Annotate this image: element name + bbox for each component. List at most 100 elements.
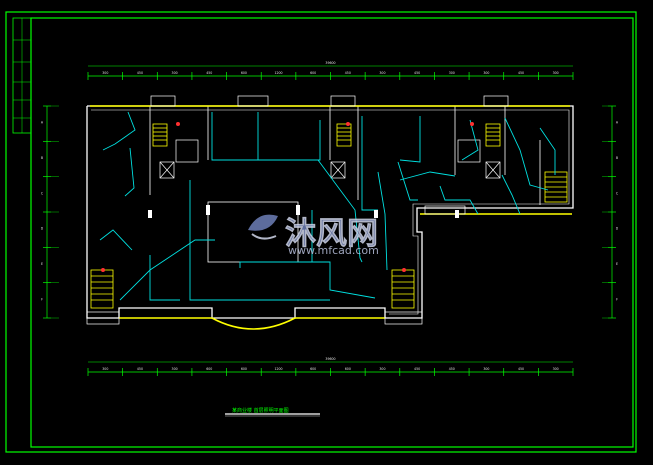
dimension-value: 300 (553, 71, 559, 75)
axis-label: A (41, 121, 44, 125)
axis-label: A (616, 121, 619, 125)
service-room (175, 139, 199, 163)
dimension-total: 39600 (325, 357, 335, 361)
dimension-value: 600 (241, 71, 247, 75)
light-fixture (402, 268, 406, 272)
axis-label: C (41, 191, 44, 195)
dimension-value: 450 (449, 367, 455, 371)
dimension-value: 450 (414, 71, 420, 75)
column (296, 205, 300, 215)
axis-label: E (41, 262, 43, 266)
entrance-canopy (483, 95, 509, 107)
dimension-value: 300 (379, 71, 385, 75)
lighting-circuit (361, 116, 378, 211)
fixtures (101, 122, 474, 272)
dimension-value: 450 (345, 71, 351, 75)
lighting-circuit (102, 111, 136, 151)
south-vestibule (384, 311, 423, 325)
axis-label: D (41, 227, 44, 231)
inner-border (30, 17, 634, 448)
lighting-circuit (377, 171, 388, 271)
drawing-caption: 某商业楼 首层照明平面图 (232, 407, 289, 414)
axis-label: E (616, 262, 618, 266)
lighting-circuit (461, 119, 479, 161)
lighting-wiring (99, 111, 556, 301)
dimension-value: 450 (206, 71, 212, 75)
dimension-value: 300 (379, 367, 385, 371)
dimension-value: 450 (137, 71, 143, 75)
watermark: 沐风网 www.mfcad.com (248, 214, 379, 257)
column (206, 205, 210, 215)
lighting-circuit (211, 112, 259, 161)
dimension-value: 450 (518, 367, 524, 371)
dimension-chain-right: A B C D E F (602, 105, 619, 319)
exterior-wall-inner (91, 109, 570, 315)
lighting-circuit (439, 185, 479, 215)
elevator-shaft (485, 161, 501, 179)
dimension-value: 600 (310, 71, 316, 75)
dimension-value: 450 (518, 71, 524, 75)
outer-border (5, 11, 637, 453)
stair-north-2 (336, 123, 352, 147)
column (455, 210, 459, 218)
lighting-circuit (239, 261, 376, 299)
light-fixture (101, 268, 105, 272)
axis-label: C (616, 191, 619, 195)
lighting-circuit (119, 239, 215, 301)
vertical-circulation (86, 95, 568, 325)
axis-label: D (616, 227, 619, 231)
column (374, 210, 378, 218)
service-room (457, 139, 481, 163)
lighting-circuit (539, 127, 556, 175)
lighting-circuit (99, 229, 133, 251)
axis-label: B (616, 156, 618, 160)
dimension-value: 600 (206, 367, 212, 371)
dimension-value: 1200 (274, 367, 282, 371)
elevator-shaft (330, 161, 346, 179)
sheet-frame (5, 11, 637, 453)
elevator-shaft (159, 161, 175, 179)
dimension-value: 300 (449, 71, 455, 75)
lighting-circuit (399, 171, 456, 181)
entrance-canopy (237, 95, 269, 107)
stair-north-1 (152, 123, 168, 147)
axis-label: F (616, 297, 618, 301)
lighting-circuit (501, 174, 521, 215)
dimension-value: 450 (137, 367, 143, 371)
axis-label: B (41, 156, 43, 160)
east-vestibule (424, 205, 466, 215)
lighting-circuit (504, 117, 549, 191)
dimension-value: 600 (345, 367, 351, 371)
dimension-value: 300 (102, 367, 108, 371)
stair-north-3 (485, 123, 501, 147)
axis-label: F (41, 297, 43, 301)
watermark-brand: 沐风网 (285, 216, 378, 252)
dimension-value: 450 (414, 367, 420, 371)
lighting-circuit (258, 120, 321, 161)
dimension-value: 300 (553, 367, 559, 371)
stair-southeast (391, 269, 415, 309)
mf-leaf-logo-icon (248, 214, 278, 240)
dimension-value: 300 (172, 367, 178, 371)
lighting-circuit (149, 255, 180, 301)
entrance-canopy (150, 95, 176, 107)
dimension-chain-top: 300 450 300 450 600 1200 600 450 300 450 300 300 450… (87, 61, 574, 80)
light-fixture (346, 122, 350, 126)
dimension-total: 39600 (325, 61, 335, 65)
stair-southwest (90, 269, 114, 309)
lighting-circuit (399, 116, 421, 163)
light-fixture (176, 122, 180, 126)
stair-east (544, 171, 568, 203)
column (148, 210, 152, 218)
dimension-value: 300 (102, 71, 108, 75)
dimension-value: 300 (172, 71, 178, 75)
lighting-circuit (124, 147, 135, 197)
dimension-chain-left: A B C D E F (41, 105, 59, 319)
dimension-value: 600 (241, 367, 247, 371)
entrance-arc (211, 317, 296, 330)
entrance-canopy (330, 95, 356, 107)
dimension-value: 1200 (274, 71, 282, 75)
dimension-value: 300 (483, 71, 489, 75)
